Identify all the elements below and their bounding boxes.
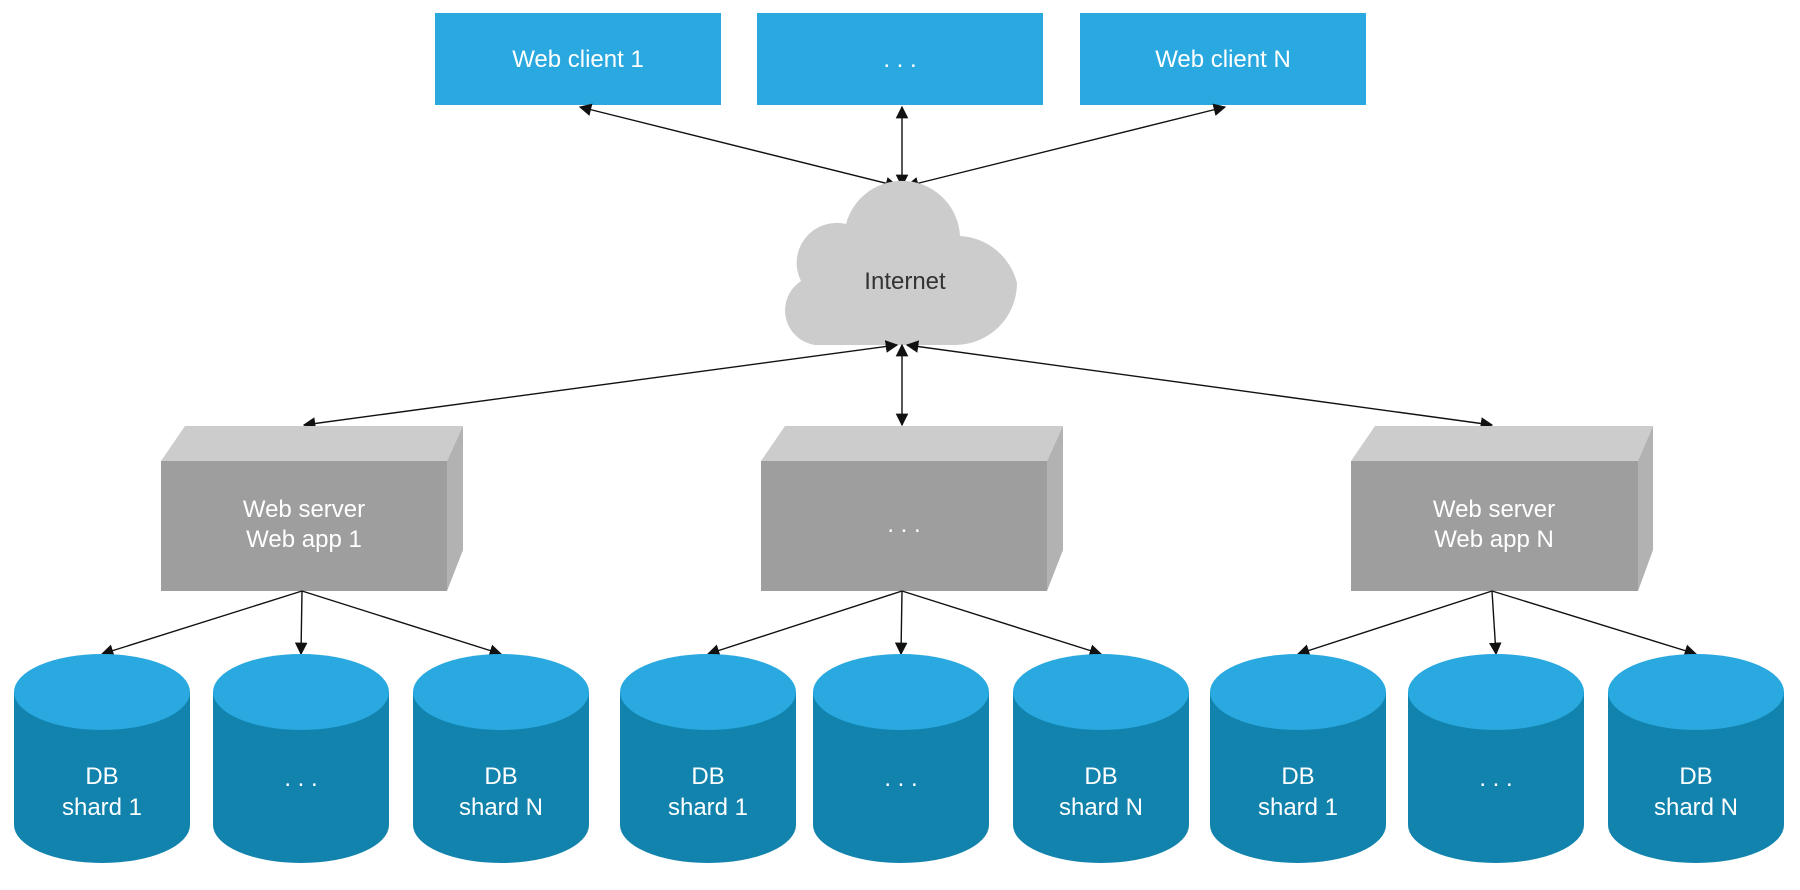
- connector-server-shard: [1491, 590, 1698, 657]
- client-box: [1080, 13, 1366, 105]
- web-client-n: Web client N: [1080, 13, 1366, 105]
- client-label: . . .: [883, 46, 916, 73]
- db-label: shard 1: [62, 794, 142, 821]
- db-label: . . .: [1479, 765, 1512, 792]
- db-top: [413, 654, 589, 730]
- db-top: [1013, 654, 1189, 730]
- server-side-face: [447, 426, 463, 591]
- db-body: [1608, 692, 1784, 863]
- db-top: [620, 654, 796, 730]
- server-label-line1: Web server: [1433, 496, 1555, 523]
- internet-cloud: Internet: [785, 180, 1017, 345]
- db-shard-cylinder: DB shard 1: [14, 654, 190, 863]
- db-shard-cylinder: DB shard N: [413, 654, 589, 863]
- server-side-face: [1047, 426, 1063, 591]
- client-box: [757, 13, 1043, 105]
- server-label-line2: Web app 1: [246, 526, 362, 553]
- db-shard-cylinder: DB shard 1: [1210, 654, 1386, 863]
- connector-client1-internet: [578, 103, 899, 190]
- db-shard-cylinder: . . .: [213, 654, 389, 863]
- web-client-ellipsis: . . .: [757, 13, 1043, 105]
- db-shards-layer: DB shard 1 . . . DB shard N DB shard 1 . . . DB s…: [14, 590, 1784, 863]
- db-body: [813, 692, 989, 863]
- connector-server-shard: [1488, 590, 1502, 656]
- connector-internet-server1: [302, 340, 899, 430]
- db-top: [1408, 654, 1584, 730]
- db-label: DB: [1679, 763, 1712, 790]
- db-label: shard N: [1059, 794, 1143, 821]
- db-label: DB: [85, 763, 118, 790]
- db-body: [413, 692, 589, 863]
- server-front-face: [1351, 461, 1638, 591]
- server-label-line1: Web server: [243, 496, 365, 523]
- db-top: [14, 654, 190, 730]
- db-label: shard 1: [668, 794, 748, 821]
- server-side-face: [1638, 426, 1653, 591]
- web-server-ellipsis: . . .: [761, 426, 1063, 591]
- db-top: [1608, 654, 1784, 730]
- db-body: [14, 692, 190, 863]
- server-top-face: [1351, 426, 1653, 461]
- connector-server-shard: [894, 590, 908, 656]
- db-shard-cylinder: DB shard N: [1013, 654, 1189, 863]
- connector-server-shard: [301, 590, 503, 657]
- db-body: [213, 692, 389, 863]
- db-body: [1210, 692, 1386, 863]
- db-label: shard N: [459, 794, 543, 821]
- db-body: [1013, 692, 1189, 863]
- server-front-face: [761, 461, 1047, 591]
- web-server-n: Web server Web app N: [1351, 426, 1653, 591]
- server-top-face: [761, 426, 1063, 461]
- cloud-icon: [785, 180, 1017, 345]
- db-label: DB: [1281, 763, 1314, 790]
- web-client-1: Web client 1: [435, 13, 721, 105]
- client-label: Web client N: [1155, 46, 1291, 73]
- db-label: shard 1: [1258, 794, 1338, 821]
- db-top: [1210, 654, 1386, 730]
- client-label: Web client 1: [512, 46, 644, 73]
- db-top: [813, 654, 989, 730]
- connector-server-shard: [1296, 590, 1493, 657]
- db-label: . . .: [284, 765, 317, 792]
- connector-server-shard: [901, 590, 1103, 657]
- db-label: DB: [691, 763, 724, 790]
- db-shard-cylinder: . . .: [813, 654, 989, 863]
- client-box: [435, 13, 721, 105]
- server-front-face: [161, 461, 447, 591]
- db-shard-cylinder: . . .: [1408, 654, 1584, 863]
- db-top: [213, 654, 389, 730]
- connector-server-shard: [100, 590, 303, 657]
- connector-server-shard: [706, 590, 903, 657]
- db-label: shard N: [1654, 794, 1738, 821]
- db-label: DB: [1084, 763, 1117, 790]
- web-server-1: Web server Web app 1: [161, 426, 463, 591]
- server-top-face: [161, 426, 463, 461]
- connector-server-shard: [294, 590, 308, 656]
- db-body: [620, 692, 796, 863]
- server-label-line2: Web app N: [1434, 526, 1554, 553]
- server-label-line1: . . .: [887, 511, 920, 538]
- db-shard-cylinder: DB shard N: [1608, 654, 1784, 863]
- connector-clientn-internet: [905, 103, 1227, 190]
- connector-internet-servern: [905, 340, 1494, 430]
- db-label: . . .: [884, 765, 917, 792]
- internet-label: Internet: [864, 268, 946, 295]
- db-body: [1408, 692, 1584, 863]
- db-label: DB: [484, 763, 517, 790]
- db-shard-cylinder: DB shard 1: [620, 654, 796, 863]
